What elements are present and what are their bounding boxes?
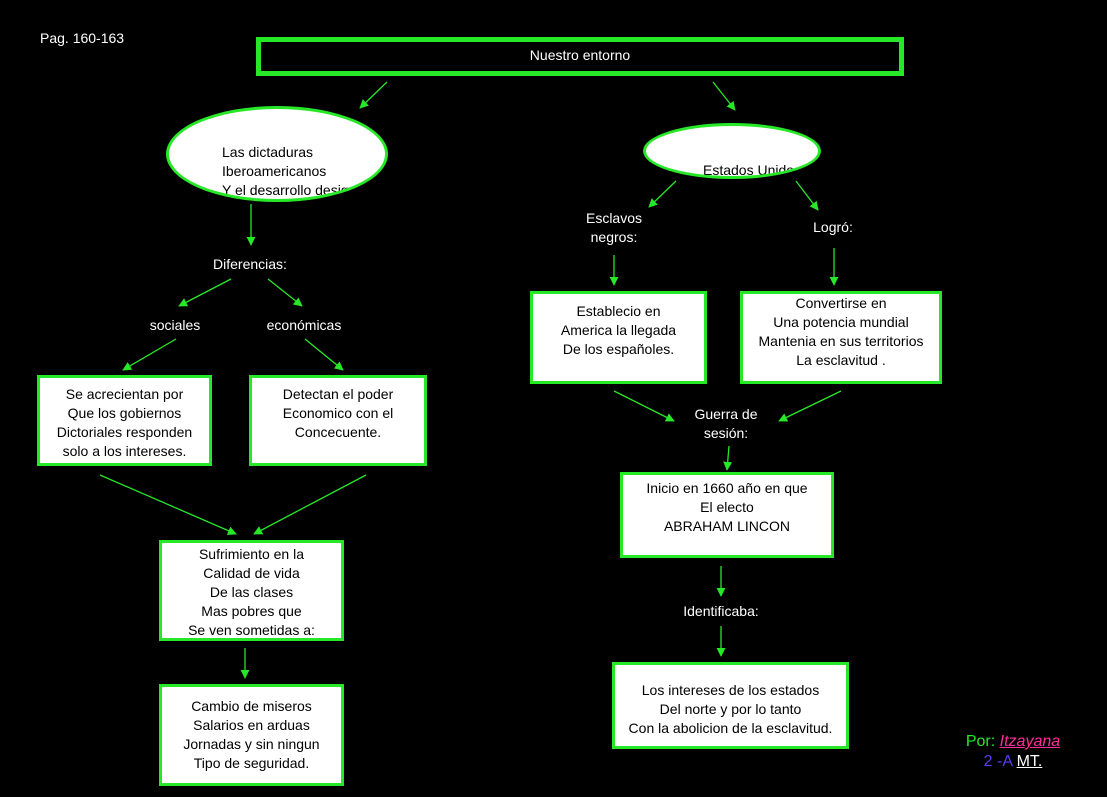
sociales-label: sociales <box>149 317 201 333</box>
author-credit: Por: Itzayana 2 -A MT. <box>950 732 1076 772</box>
arrow-sociales-box-to-sufrimiento <box>99 474 237 535</box>
main-title-box: Nuestro entorno <box>256 37 904 76</box>
establecio-box: Establecio en America la llegada De los … <box>530 291 707 384</box>
credit-group: 2 -A <box>983 753 1013 770</box>
intereses-box: Los intereses de los estados Del norte y… <box>612 662 849 749</box>
diferencias-label: Diferencias: <box>213 256 287 272</box>
inicio-box: Inicio en 1660 año en que El electo ABRA… <box>620 472 834 558</box>
guerra-label: Guerra de sesión: <box>694 406 758 441</box>
logro-label: Logró: <box>813 219 853 235</box>
credit-author-link[interactable]: Itzayana <box>999 733 1061 750</box>
esclavos-label: Esclavos negros: <box>585 210 643 245</box>
arrow-guerra-to-inicio <box>723 445 733 471</box>
cambio-box: Cambio de miseros Salarios en arduas Jor… <box>159 684 344 786</box>
credit-por: Por: <box>965 733 996 750</box>
arrow-economicas-box-to-sufrimiento <box>253 474 367 535</box>
arrow-eeuu-to-logro <box>795 180 819 211</box>
economicas-label: económicas <box>266 317 342 333</box>
sufrimiento-box: Sufrimiento en la Calidad de vida De las… <box>159 540 344 641</box>
arrow-eeuu-to-esclavos <box>648 180 677 208</box>
convertirse-box: Convertirse en Una potencia mundial Mant… <box>740 291 942 384</box>
dictaduras-text: Las dictaduras Iberoamericanos Y el desa… <box>222 144 368 198</box>
identificaba-label: Identificaba: <box>683 603 759 619</box>
dictaduras-ellipse: Las dictaduras Iberoamericanos Y el desa… <box>166 106 388 202</box>
economicas-detail-box: Detectan el poder Economico con el Conce… <box>249 375 427 466</box>
page-reference: Pag. 160-163 <box>40 30 125 46</box>
arrow-diferencias-to-economicas <box>267 278 303 307</box>
arrow-economicas-to-box <box>304 338 344 371</box>
credit-mt: MT. <box>1016 753 1043 770</box>
arrow-title-to-right <box>712 81 736 111</box>
arrow-establecio-to-guerra <box>613 390 675 422</box>
arrow-diferencias-to-sociales <box>178 278 232 307</box>
arrow-convertirse-to-guerra <box>778 390 842 422</box>
sociales-detail-box: Se acrecientan por Que los gobiernos Dic… <box>37 375 212 466</box>
estados-unidos-ellipse: Estados Unidos <box>643 123 821 179</box>
arrow-sociales-to-box <box>122 338 177 371</box>
arrow-title-to-left <box>359 81 388 109</box>
